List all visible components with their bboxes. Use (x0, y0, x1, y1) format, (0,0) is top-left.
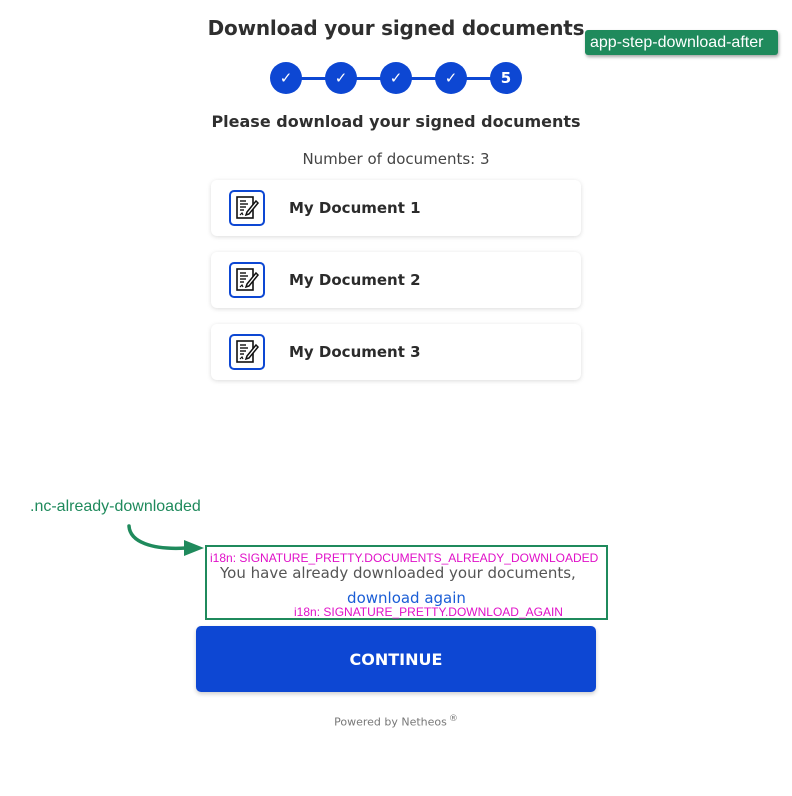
i18n-key-text: i18n: SIGNATURE_PRETTY.DOCUMENTS_ALREADY… (210, 551, 599, 565)
continue-button[interactable]: CONTINUE (196, 626, 596, 692)
step-1-check-icon: ✓ (270, 62, 302, 94)
step-2-check-icon: ✓ (325, 62, 357, 94)
signed-document-icon (229, 262, 265, 298)
document-item-3[interactable]: My Document 3 (211, 324, 581, 380)
document-count: Number of documents: 3 (302, 150, 490, 168)
document-name: My Document 1 (289, 199, 421, 217)
step-4-check-icon: ✓ (435, 62, 467, 94)
document-name: My Document 3 (289, 343, 421, 361)
progress-stepper: ✓ ✓ ✓ ✓ 5 (270, 62, 522, 94)
annotation-class-label: .nc-already-downloaded (30, 498, 201, 515)
signed-document-icon (229, 334, 265, 370)
already-downloaded-box: i18n: SIGNATURE_PRETTY.DOCUMENTS_ALREADY… (205, 545, 608, 620)
page-title: Download your signed documents (207, 16, 585, 40)
powered-by-text: Powered by Netheos (334, 715, 447, 729)
annotation-arrow-icon (127, 524, 204, 556)
document-list: My Document 1 My Document 2 (211, 180, 581, 396)
document-name: My Document 2 (289, 271, 421, 289)
step-5-current: 5 (490, 62, 522, 94)
already-downloaded-text: You have already downloaded your documen… (220, 564, 576, 582)
powered-by: Powered by Netheos® (0, 714, 792, 729)
component-tag: app-step-download-after (585, 30, 778, 55)
i18n-key-link: i18n: SIGNATURE_PRETTY.DOWNLOAD_AGAIN (294, 605, 563, 619)
step-3-check-icon: ✓ (380, 62, 412, 94)
document-item-1[interactable]: My Document 1 (211, 180, 581, 236)
document-item-2[interactable]: My Document 2 (211, 252, 581, 308)
signed-document-icon (229, 190, 265, 226)
download-again-link[interactable]: download again (347, 589, 466, 607)
instruction-heading: Please download your signed documents (211, 112, 581, 131)
registered-mark: ® (448, 714, 458, 724)
